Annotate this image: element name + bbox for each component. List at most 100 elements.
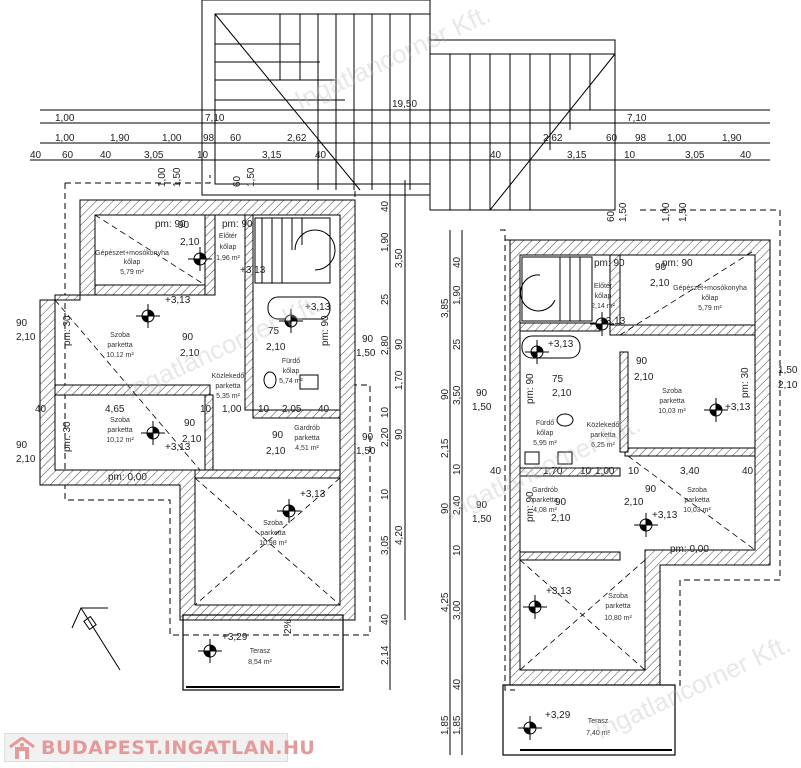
svg-text:90: 90 [476, 388, 488, 399]
svg-text:7,40 m²: 7,40 m² [586, 730, 610, 737]
svg-text:1,50: 1,50 [246, 167, 257, 187]
svg-text:2,10: 2,10 [552, 388, 572, 399]
svg-text:2%: 2% [283, 619, 294, 634]
svg-text:2,62: 2,62 [287, 133, 307, 144]
svg-text:1,90: 1,90 [110, 133, 130, 144]
svg-text:98: 98 [635, 133, 647, 144]
svg-text:parketta: parketta [107, 427, 132, 434]
svg-text:3,00: 3,00 [452, 600, 463, 620]
svg-text:10: 10 [624, 150, 636, 161]
svg-text:40: 40 [30, 150, 42, 161]
svg-text:10: 10 [380, 406, 391, 418]
svg-text:kőlap: kőlap [220, 244, 237, 251]
svg-text:+3,13: +3,13 [240, 265, 266, 276]
svg-text:19,50: 19,50 [392, 99, 417, 110]
svg-text:Szoba: Szoba [110, 332, 130, 339]
svg-text:pm: 90: pm: 90 [155, 219, 186, 230]
svg-text:90: 90 [655, 262, 667, 273]
svg-text:60: 60 [232, 175, 243, 187]
svg-text:5,79 m²: 5,79 m² [698, 305, 722, 312]
bathtub [267, 296, 331, 320]
svg-text:Gépészet+mosókonyha: Gépészet+mosókonyha [95, 250, 169, 257]
svg-text:40: 40 [452, 256, 463, 268]
svg-text:parketta: parketta [215, 383, 240, 390]
svg-text:Gardrób: Gardrób [532, 487, 558, 494]
svg-text:5,35 m²: 5,35 m² [216, 393, 240, 400]
svg-text:10: 10 [197, 150, 209, 161]
svg-text:1,50: 1,50 [678, 202, 689, 222]
svg-text:pm: 90: pm: 90 [320, 315, 331, 346]
svg-text:6,25 m²: 6,25 m² [591, 442, 615, 449]
vertical-dimension-lines [389, 180, 463, 755]
svg-text:10,03 m²: 10,03 m² [683, 507, 711, 514]
svg-text:2,10: 2,10 [778, 380, 798, 391]
svg-text:+3,13: +3,13 [725, 402, 751, 413]
svg-text:60: 60 [230, 133, 242, 144]
svg-text:90: 90 [476, 500, 488, 511]
svg-text:60: 60 [62, 150, 74, 161]
svg-text:+3,13: +3,13 [165, 295, 191, 306]
svg-text:+3,13: +3,13 [300, 489, 326, 500]
svg-text:7,10: 7,10 [627, 113, 647, 124]
svg-text:40: 40 [490, 150, 502, 161]
svg-text:2,10: 2,10 [551, 513, 571, 524]
svg-text:1,50: 1,50 [356, 348, 376, 359]
svg-text:90: 90 [555, 497, 567, 508]
svg-text:90: 90 [178, 220, 190, 231]
svg-text:+3,29: +3,29 [545, 710, 571, 721]
svg-text:40: 40 [315, 150, 327, 161]
svg-text:1,00: 1,00 [222, 404, 242, 415]
brand-watermark: BUDAPEST.INGATLAN.HU [4, 733, 315, 762]
svg-text:10: 10 [380, 488, 391, 500]
sink [557, 451, 573, 465]
svg-text:5,74 m²: 5,74 m² [279, 378, 303, 385]
svg-text:+3,29: +3,29 [222, 632, 248, 643]
svg-text:90: 90 [636, 356, 648, 367]
svg-text:40: 40 [380, 613, 391, 625]
right-unit: Előtér kőlap 2,14 m² Gépészet+mosókonyha… [472, 202, 798, 756]
svg-text:pm: 90: pm: 90 [222, 219, 253, 230]
svg-text:3,85: 3,85 [440, 298, 451, 318]
svg-text:kőlap: kőlap [702, 295, 719, 302]
svg-text:10: 10 [580, 466, 592, 477]
svg-text:40: 40 [100, 150, 112, 161]
svg-text:Ingatlancorner Kft.: Ingatlancorner Kft. [590, 628, 795, 745]
svg-text:90: 90 [16, 440, 28, 451]
svg-text:40: 40 [318, 404, 330, 415]
svg-text:1,00: 1,00 [55, 113, 75, 124]
svg-text:pm: 90: pm: 90 [525, 491, 536, 522]
svg-text:kőlap: kőlap [124, 259, 141, 266]
svg-text:1,70: 1,70 [543, 466, 563, 477]
terrace-left [182, 614, 344, 691]
svg-text:40: 40 [490, 466, 502, 477]
svg-text:1,90: 1,90 [722, 133, 742, 144]
svg-text:1,50: 1,50 [356, 446, 376, 457]
svg-text:3,15: 3,15 [567, 150, 587, 161]
svg-text:2,10: 2,10 [180, 348, 200, 359]
top-dimension-lines [30, 109, 770, 161]
svg-text:parketta: parketta [532, 497, 557, 504]
roof-outline [201, 0, 616, 211]
svg-text:parketta: parketta [260, 530, 285, 537]
svg-text:5,95 m²: 5,95 m² [533, 440, 557, 447]
svg-text:10,80 m²: 10,80 m² [604, 615, 632, 622]
svg-text:Szoba: Szoba [110, 417, 130, 424]
svg-text:10,98 m²: 10,98 m² [259, 540, 287, 547]
svg-text:2,80: 2,80 [380, 335, 391, 355]
svg-text:pm: 0,00: pm: 0,00 [108, 472, 147, 483]
svg-text:2,10: 2,10 [624, 497, 644, 508]
svg-text:1,00: 1,00 [162, 133, 182, 144]
svg-text:25: 25 [452, 338, 463, 350]
svg-text:+3,13: +3,13 [305, 302, 331, 313]
svg-text:parketta: parketta [294, 435, 319, 442]
svg-text:40: 40 [380, 200, 391, 212]
svg-text:90: 90 [394, 428, 405, 440]
svg-text:40: 40 [740, 150, 752, 161]
svg-text:Előtér: Előtér [219, 233, 238, 240]
svg-text:Szoba: Szoba [263, 520, 283, 527]
svg-text:+3,13: +3,13 [652, 510, 678, 521]
svg-text:7,10: 7,10 [205, 113, 225, 124]
svg-text:1,00: 1,00 [595, 466, 615, 477]
svg-text:parketta: parketta [659, 398, 684, 405]
